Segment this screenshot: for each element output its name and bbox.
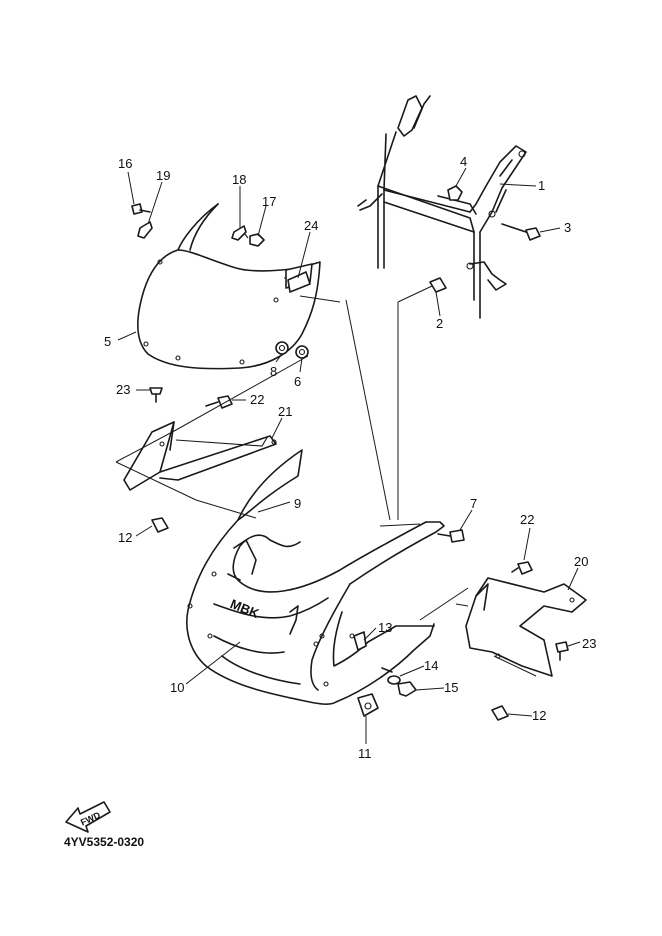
label-part-14: 14 [424,658,438,673]
label-part-8: 8 [270,364,277,379]
clip-part-13 [353,631,367,651]
bolt-part-16 [131,203,151,215]
screw-part-7 [437,529,465,543]
label-part-12-right: 12 [532,708,546,723]
alignment-guide-center [345,285,433,521]
label-part-22-lower: 22 [520,512,534,527]
collar-part-8 [275,341,289,355]
label-part-19: 19 [156,168,170,183]
nut-part-12-right [491,705,509,721]
fwd-arrow-icon: FWD [65,801,111,833]
alignment-guide-right [299,295,469,621]
side-cowling-part-20 [455,577,587,677]
bracket-part-21 [123,421,277,491]
rivet-part-18 [231,225,247,241]
label-part-24: 24 [304,218,318,233]
fastener-part-15 [397,681,417,697]
brand-mark: MBK [228,596,262,621]
label-part-21: 21 [278,404,292,419]
bolt-part-3 [501,223,541,241]
label-part-10: 10 [170,680,184,695]
label-part-9: 9 [294,496,301,511]
collar-part-2 [429,277,447,293]
label-part-3: 3 [564,220,571,235]
label-part-16: 16 [118,156,132,171]
emblem-part-24 [287,271,311,293]
nut-part-12-left [151,517,169,533]
washer-part-6 [295,345,309,359]
grommet-part-14 [381,667,401,685]
label-part-17: 17 [262,194,276,209]
leader-lines [117,167,581,744]
nut-part-17 [249,233,265,247]
label-part-23-lower: 23 [582,636,596,651]
bolt-part-22-lower [511,561,533,575]
cowling-stay-part-1 [357,95,527,319]
label-part-18: 18 [232,172,246,187]
label-part-5: 5 [104,334,111,349]
label-part-4: 4 [460,154,467,169]
panel-part-9 [237,449,303,521]
label-part-12-left: 12 [118,530,132,545]
front-fairing-part-10 [186,519,445,705]
label-part-6: 6 [294,374,301,389]
label-part-11: 11 [358,746,372,761]
label-part-23-upper: 23 [116,382,130,397]
label-part-1: 1 [538,178,545,193]
alignment-guide-left [115,355,309,519]
label-part-22-upper: 22 [250,392,264,407]
label-part-20: 20 [574,554,588,569]
grommet-part-11 [357,693,379,717]
nut-part-4 [447,185,463,201]
label-part-13: 13 [378,620,392,635]
part-labels: 1 2 3 4 5 6 7 8 9 10 11 12 12 13 14 15 1… [104,154,596,761]
label-part-15: 15 [444,680,458,695]
rivet-part-19 [137,221,153,239]
label-part-7: 7 [470,496,477,511]
label-part-2: 2 [436,316,443,331]
drawing-code: 4YV5352-0320 [64,835,144,849]
screw-part-23-upper [149,387,163,403]
screw-part-23-lower [555,641,569,661]
